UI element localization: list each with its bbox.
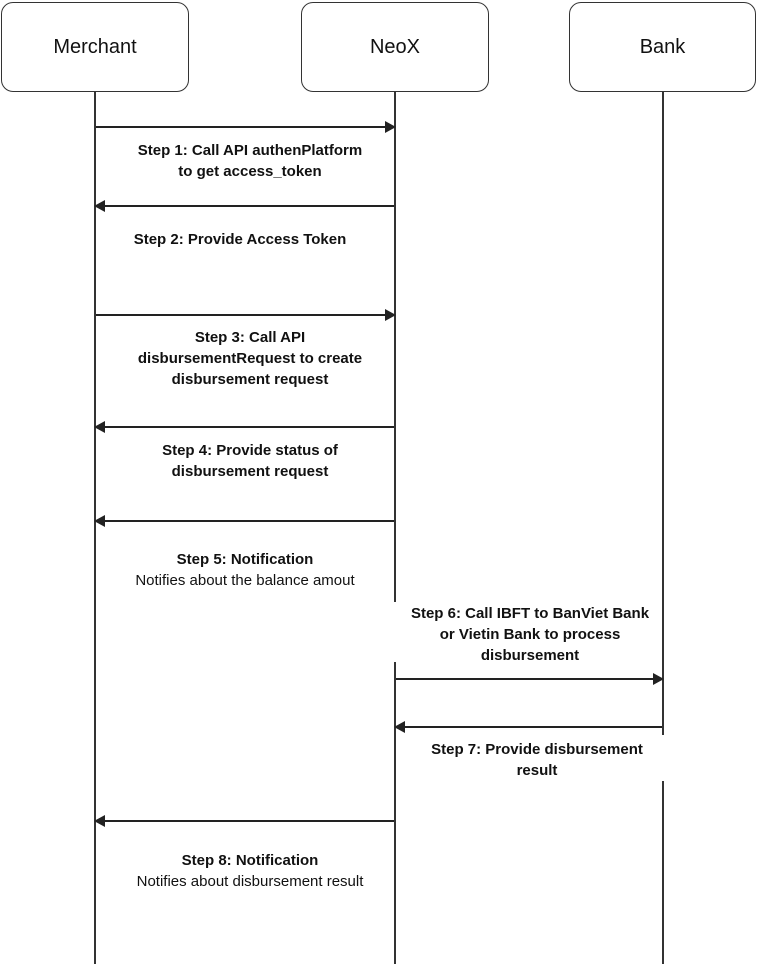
merchant-actor-box: Merchant <box>1 2 189 92</box>
step5-arrow <box>94 515 394 527</box>
bank-lifeline <box>662 92 664 964</box>
neox-actor-label: NeoX <box>369 35 421 58</box>
step3-arrow <box>96 309 396 321</box>
step6-label-line1: Step 6: Call IBFT to BanViet Bank <box>410 605 650 622</box>
neox-lifeline-gap <box>388 602 404 662</box>
merchant-actor-label: Merchant <box>53 35 137 58</box>
step3-label: Step 3: Call API disbursementRequest to … <box>100 327 400 390</box>
step8-label: Step 8: Notification Notifies about disb… <box>95 850 405 892</box>
step8-label-line1: Step 8: Notification <box>181 852 319 869</box>
step6-label-line3: disbursement <box>480 647 580 664</box>
step8-arrow <box>94 815 394 827</box>
step2-arrow <box>94 200 394 212</box>
merchant-lifeline <box>94 92 96 964</box>
step6-arrow <box>396 673 664 685</box>
step3-label-line2: disbursementRequest to create <box>137 350 363 367</box>
step1-label-line2: to get access_token <box>178 163 322 180</box>
step6-label-line2: or Vietin Bank to process <box>439 626 621 643</box>
step7-arrow <box>394 721 662 733</box>
step4-label: Step 4: Provide status of disbursement r… <box>100 440 400 482</box>
bank-actor-label: Bank <box>639 35 686 58</box>
step4-arrow <box>94 421 394 433</box>
step3-label-line3: disbursement request <box>171 371 329 388</box>
step7-label-line2: result <box>516 762 558 779</box>
step7-label-line1: Step 7: Provide disbursement <box>431 741 643 758</box>
bank-lifeline-gap <box>655 735 671 781</box>
step4-label-line2: disbursement request <box>171 463 329 480</box>
step3-label-line1: Step 3: Call API <box>194 329 306 346</box>
step6-label: Step 6: Call IBFT to BanViet Bank or Vie… <box>380 603 680 666</box>
step5-label-line1: Step 5: Notification <box>176 551 314 568</box>
step8-label-line2: Notifies about disbursement result <box>136 873 364 890</box>
step4-label-line1: Step 4: Provide status of <box>162 442 338 459</box>
step5-label: Step 5: Notification Notifies about the … <box>95 549 395 591</box>
step1-arrow <box>96 121 396 133</box>
step2-label: Step 2: Provide Access Token <box>90 229 390 250</box>
bank-actor-box: Bank <box>569 2 756 92</box>
neox-lifeline <box>394 92 396 964</box>
step1-label: Step 1: Call API authenPlatform to get a… <box>90 140 410 182</box>
step2-label-line1: Step 2: Provide Access Token <box>133 231 347 248</box>
neox-actor-box: NeoX <box>301 2 489 92</box>
step1-label-line1: Step 1: Call API authenPlatform <box>137 142 363 159</box>
step5-label-line2: Notifies about the balance amout <box>135 572 355 589</box>
step7-label: Step 7: Provide disbursement result <box>392 739 682 781</box>
